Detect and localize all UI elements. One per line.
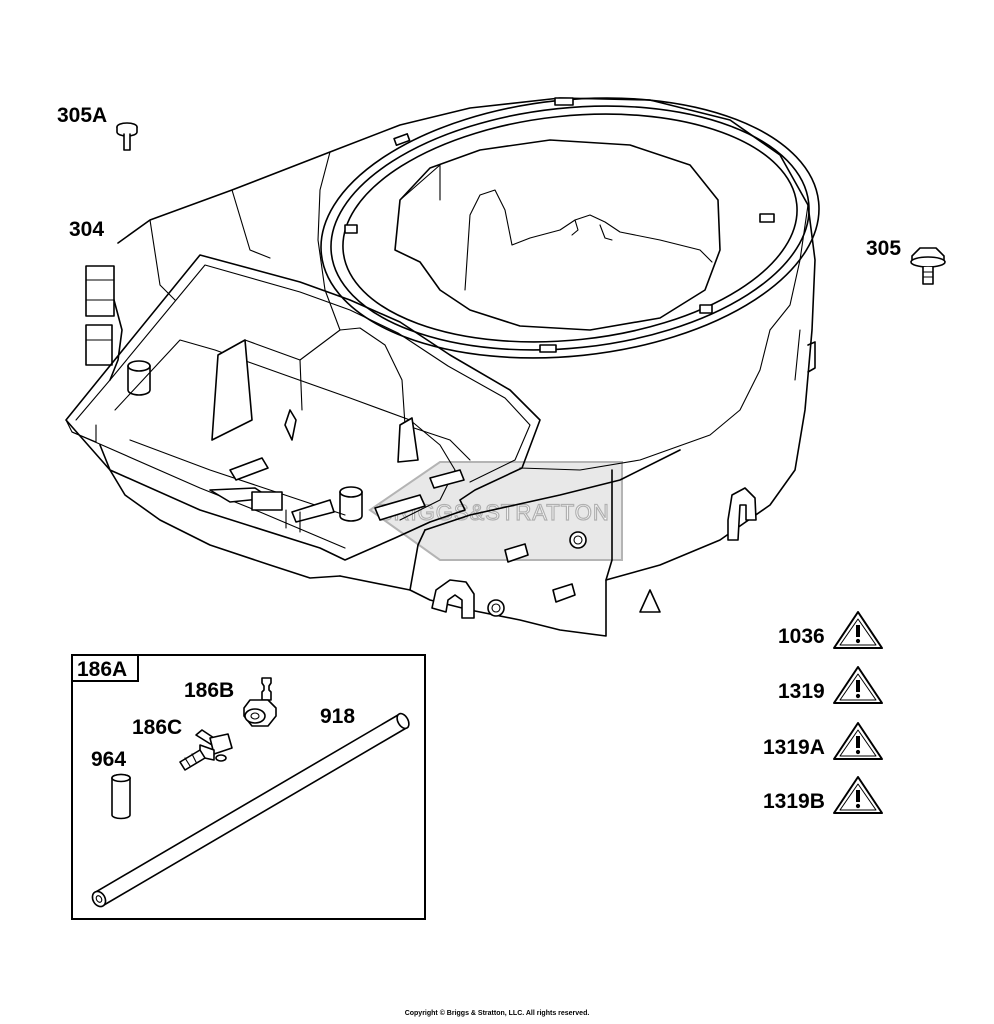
- fitting-186c-icon: [179, 729, 233, 771]
- warning-label: 1319: [778, 680, 825, 703]
- blower-housing-drawing: BRIGGS&STRATTON: [65, 97, 820, 637]
- warning-label: 1036: [778, 625, 825, 648]
- callout-304: 304: [69, 218, 104, 241]
- inset-kit-186a: 186A 186B 186C 918 964: [71, 654, 426, 920]
- callout-186a: 186A: [77, 658, 127, 681]
- bolt-305a-icon: [116, 122, 138, 151]
- warning-1319a: 1319A: [763, 722, 883, 760]
- callout-186b: 186B: [184, 679, 234, 702]
- hose-918-icon: [91, 712, 410, 908]
- warning-triangle-icon: [833, 722, 883, 760]
- warning-triangle-icon: [833, 776, 883, 814]
- warning-1319b: 1319B: [763, 776, 883, 814]
- fitting-186b-icon: [243, 677, 277, 727]
- copyright-notice: Copyright © Briggs & Stratton, LLC. All …: [404, 1010, 590, 1017]
- callout-186c: 186C: [132, 716, 182, 739]
- warning-label: 1319B: [763, 790, 825, 813]
- warning-1319: 1319: [778, 666, 883, 704]
- callout-305: 305: [866, 237, 901, 260]
- callout-964: 964: [91, 748, 126, 771]
- callout-305a: 305A: [57, 104, 107, 127]
- bolt-305-icon: [910, 247, 946, 285]
- warning-1036: 1036: [778, 611, 883, 649]
- callout-918: 918: [320, 705, 355, 728]
- warning-triangle-icon: [833, 666, 883, 704]
- sleeve-964-icon: [111, 773, 131, 820]
- warning-triangle-icon: [833, 611, 883, 649]
- warning-label: 1319A: [763, 736, 825, 759]
